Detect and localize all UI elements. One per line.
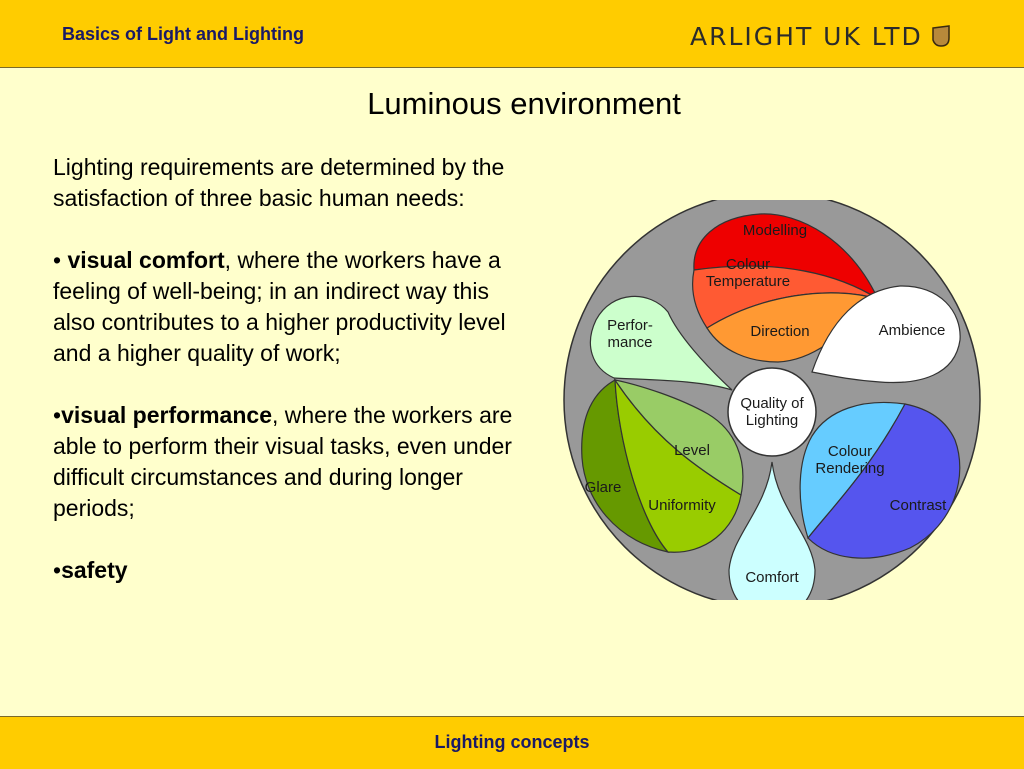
lighting-quality-diagram: Quality of Lighting Modelling Colour Tem… bbox=[563, 200, 981, 600]
label-performance-line1: Perfor- bbox=[607, 317, 653, 334]
bullet-term: visual comfort bbox=[67, 247, 225, 273]
center-circle bbox=[727, 367, 817, 457]
slide-title: Luminous environment bbox=[367, 86, 681, 121]
lobe-performance bbox=[589, 295, 733, 391]
lobe-level bbox=[613, 379, 744, 496]
intro-paragraph: Lighting requirements are determined by … bbox=[53, 154, 505, 211]
bullet-prefix: • bbox=[53, 557, 62, 583]
bullet-prefix: • bbox=[53, 247, 68, 273]
footer-bar: Lighting concepts bbox=[0, 716, 1024, 769]
bullet-safety: •safety bbox=[53, 555, 531, 586]
label-colour-temperature-line1: Colour bbox=[726, 256, 770, 273]
label-modelling: Modelling bbox=[743, 222, 807, 239]
label-uniformity: Uniformity bbox=[648, 497, 716, 514]
label-direction: Direction bbox=[750, 323, 809, 340]
center-label-line1: Quality of bbox=[740, 395, 804, 412]
label-performance-line2: mance bbox=[607, 334, 652, 351]
lobe-ambience bbox=[811, 285, 961, 384]
header-title: Basics of Light and Lighting bbox=[62, 24, 304, 44]
bullet-text: , where the workers are able to perform … bbox=[53, 402, 513, 521]
lobe-contrast bbox=[807, 403, 961, 559]
label-colour-rendering-line2: Rendering bbox=[815, 460, 884, 477]
label-contrast: Contrast bbox=[890, 497, 948, 514]
label-comfort: Comfort bbox=[745, 569, 799, 586]
body-text: Lighting requirements are determined by … bbox=[53, 152, 531, 586]
header-bar: Basics of Light and Lighting ARLIGHT UK … bbox=[0, 0, 1024, 68]
bullet-prefix: • bbox=[53, 402, 62, 428]
label-glare: Glare bbox=[585, 479, 622, 496]
center-label-line2: Lighting bbox=[746, 412, 799, 429]
bullet-text: , where the workers have a feeling of we… bbox=[53, 247, 506, 366]
label-colour-temperature-line2: Temperature bbox=[706, 273, 790, 290]
bullet-visual-comfort: • visual comfort, where the workers have… bbox=[53, 245, 531, 369]
label-level: Level bbox=[674, 442, 710, 459]
logo-mark-icon bbox=[932, 25, 950, 47]
label-colour-rendering-line1: Colour bbox=[828, 443, 872, 460]
bullet-term: safety bbox=[61, 557, 128, 583]
bullet-visual-performance: •visual performance, where the workers a… bbox=[53, 400, 531, 524]
lobe-comfort bbox=[728, 461, 816, 600]
label-ambience: Ambience bbox=[879, 322, 946, 339]
company-logo: ARLIGHT UK LTD bbox=[690, 20, 951, 52]
bullet-term: visual performance bbox=[61, 402, 272, 428]
logo-text: ARLIGHT UK LTD bbox=[690, 21, 923, 51]
footer-text: Lighting concepts bbox=[434, 732, 590, 752]
